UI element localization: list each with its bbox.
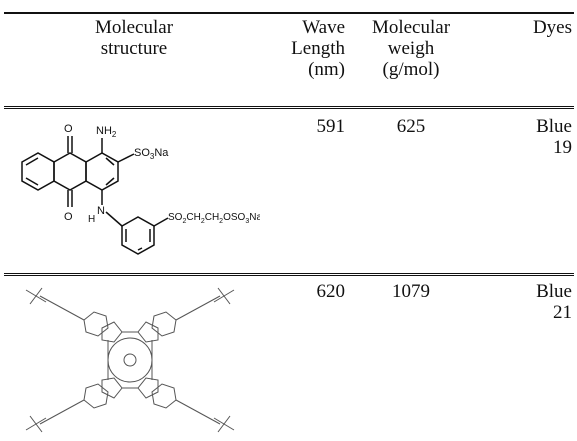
row2-molecular-weight: 1079 bbox=[392, 281, 430, 302]
header-bottom-rule bbox=[4, 106, 574, 107]
row2-dye: Blue 21 bbox=[500, 281, 572, 323]
header-dyes: Dyes bbox=[500, 17, 572, 38]
blue19-nh2: NH2 bbox=[96, 125, 117, 139]
row-separator-rule bbox=[4, 273, 574, 274]
row2-wavelength: 620 bbox=[316, 281, 346, 302]
header-wave-line2: Length bbox=[291, 38, 345, 59]
row1-dye-line2: 19 bbox=[553, 137, 572, 158]
row1-wavelength: 591 bbox=[316, 116, 346, 137]
row2-dye-line1: Blue bbox=[536, 281, 572, 302]
blue21-structure-drawing bbox=[25, 287, 235, 433]
header-wave-line3: (nm) bbox=[308, 59, 345, 80]
header-molecular-weight: Molecular weigh (g/mol) bbox=[356, 17, 466, 80]
table-top-rule bbox=[4, 12, 574, 14]
row1-dye-line1: Blue bbox=[536, 116, 572, 137]
header-mw-line3: (g/mol) bbox=[382, 59, 440, 80]
blue19-o-bottom: O bbox=[64, 211, 73, 223]
row1-dye: Blue 19 bbox=[500, 116, 572, 158]
header-mw-line2: weigh bbox=[387, 38, 435, 59]
header-molecular-structure: Molecular structure bbox=[14, 17, 254, 59]
blue19-h: H bbox=[88, 214, 95, 225]
header-structure-line2: structure bbox=[100, 38, 168, 59]
header-wave-line1: Wave bbox=[302, 17, 345, 38]
blue19-structure-drawing: O O NH2 SO3Na N H SO2CH2CH2OSO3Na bbox=[21, 123, 260, 255]
header-dyes-line1: Dyes bbox=[532, 17, 572, 38]
blue19-n: N bbox=[97, 205, 105, 217]
header-bottom-rule-2 bbox=[4, 108, 574, 109]
header-mw-line1: Molecular bbox=[371, 17, 451, 38]
row2-dye-line2: 21 bbox=[553, 302, 572, 323]
blue19-side-chain: SO2CH2CH2OSO3Na bbox=[168, 212, 260, 225]
blue19-o-top: O bbox=[64, 123, 73, 135]
header-wavelength: Wave Length (nm) bbox=[250, 17, 345, 80]
header-structure-line1: Molecular bbox=[94, 17, 174, 38]
blue19-so3na: SO3Na bbox=[134, 147, 169, 161]
row1-molecular-weight: 625 bbox=[396, 116, 426, 137]
row-separator-rule-2 bbox=[4, 275, 574, 276]
